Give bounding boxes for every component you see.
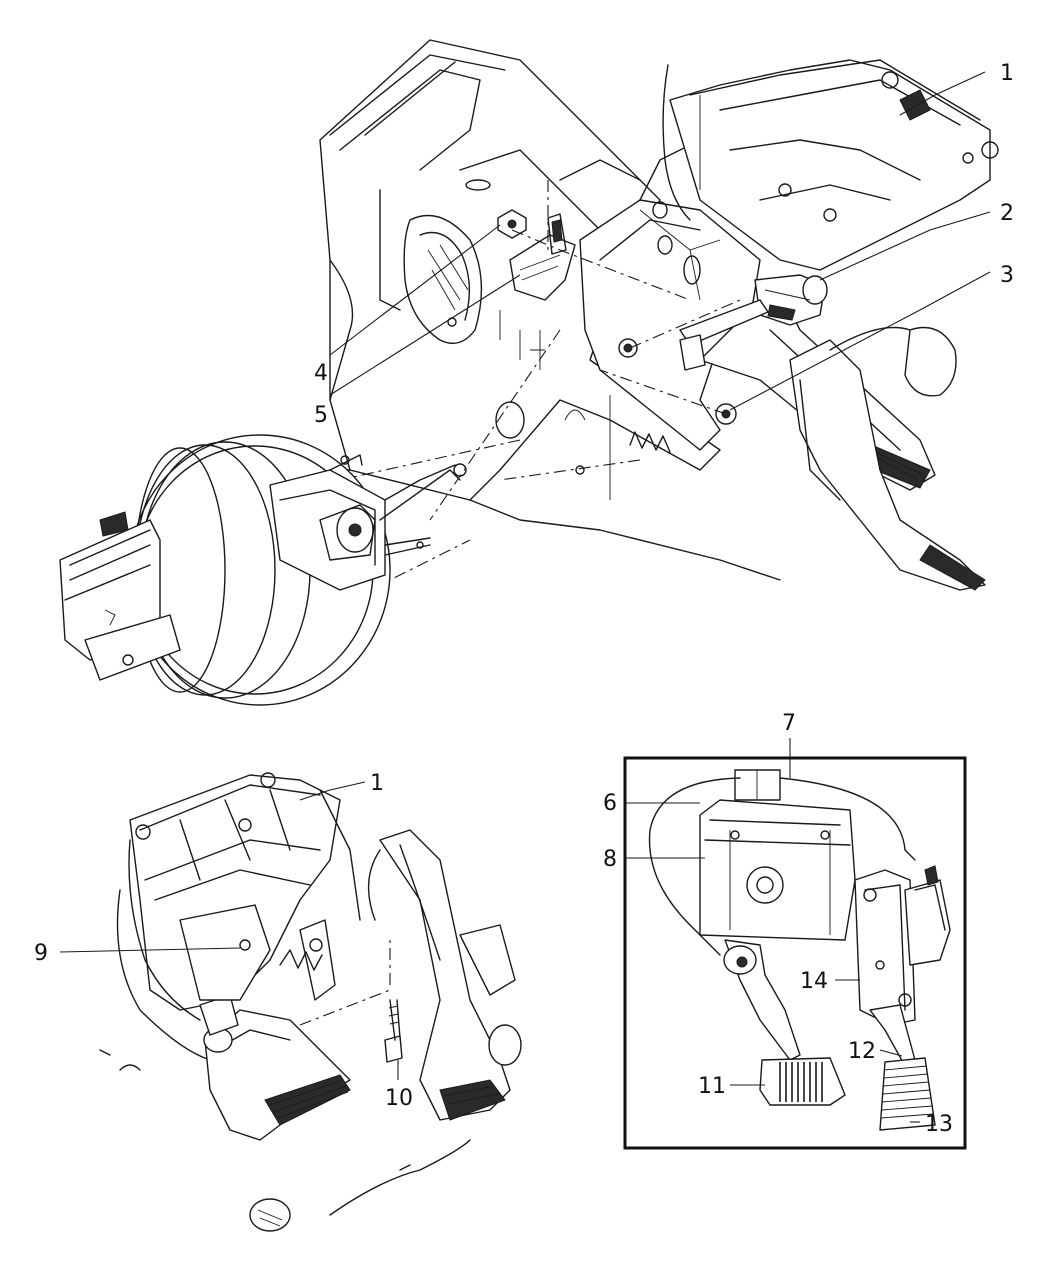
brake-pedal-pad [759, 1057, 846, 1106]
leader-lines [59, 71, 991, 1123]
brake-light-switch [754, 274, 828, 326]
pedal-bracket-assembly [116, 772, 361, 1061]
accelerator-pedal-pad [879, 1057, 936, 1131]
callout-9: 9 [34, 941, 48, 966]
inset-frame [623, 756, 967, 1150]
callout-13: 13 [925, 1112, 953, 1137]
mounting-bolt-10 [384, 999, 403, 1063]
callout-4: 4 [314, 361, 328, 386]
callout-1-top: 1 [1000, 61, 1014, 86]
brake-pedal-bottom [199, 994, 351, 1141]
floor-fragments [99, 1049, 471, 1232]
booster-pushrod [679, 299, 769, 371]
booster-stud-bracket [509, 213, 576, 301]
accelerator-pedal-bottom [367, 829, 522, 1121]
callout-6: 6 [603, 791, 617, 816]
mounting-nut-4 [497, 209, 527, 239]
callout-3: 3 [1000, 263, 1014, 288]
pedal-box-upper [662, 59, 999, 271]
callout-1-bottom: 1 [370, 771, 384, 796]
brake-booster [129, 434, 467, 706]
callout-2: 2 [1000, 201, 1014, 226]
callout-10: 10 [385, 1086, 413, 1111]
callout-8: 8 [603, 847, 617, 872]
callout-12: 12 [848, 1039, 876, 1064]
callout-11: 11 [698, 1074, 726, 1099]
assembly-centerlines-top [339, 180, 741, 601]
callout-7: 7 [782, 711, 796, 736]
callout-5: 5 [314, 403, 328, 428]
inset-pedal-module [648, 769, 916, 1061]
assembly-centerlines-bottom [299, 940, 391, 1026]
accelerator-pedal-module [854, 865, 951, 1067]
accelerator-pedal-top [789, 326, 986, 591]
callout-14: 14 [800, 969, 828, 994]
pedal-spring-bracket [179, 904, 336, 1001]
master-cylinder [59, 511, 181, 681]
return-spring [629, 431, 671, 453]
